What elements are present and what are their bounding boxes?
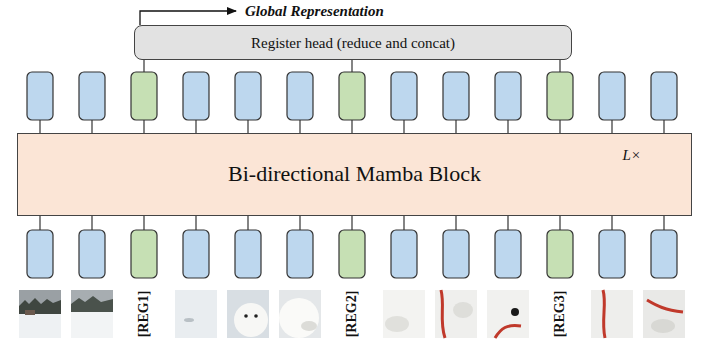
image-detail (71, 312, 113, 338)
image-patch (435, 290, 477, 338)
image-patch (19, 290, 61, 338)
image-detail (71, 296, 113, 312)
patch-token (443, 72, 469, 120)
token-link (507, 120, 508, 133)
token-link (559, 60, 560, 72)
image-detail (453, 302, 473, 318)
image-detail (651, 319, 675, 333)
token-link (611, 120, 612, 133)
patch-token (391, 72, 417, 120)
token-link (351, 120, 352, 133)
register-label: [REG1] (136, 291, 153, 338)
image-patch (279, 290, 321, 338)
register-token (131, 72, 157, 120)
token-link (299, 216, 300, 230)
image-detail (19, 314, 61, 338)
token-link (39, 216, 40, 230)
token-link (143, 120, 144, 133)
patch-token (599, 72, 625, 120)
patch-token (443, 230, 469, 278)
patch-token (79, 230, 105, 278)
image-detail (441, 290, 445, 338)
token-link (195, 120, 196, 133)
token-link (455, 120, 456, 133)
image-detail (25, 310, 35, 315)
register-token (547, 72, 573, 120)
register-token (339, 230, 365, 278)
token-link (143, 216, 144, 230)
token-link (663, 216, 664, 230)
image-patch (643, 290, 685, 338)
patch-token (651, 72, 677, 120)
image-detail (244, 314, 248, 318)
token-link (91, 120, 92, 133)
token-link (91, 216, 92, 230)
patch-token (495, 72, 521, 120)
register-label: [REG3] (552, 291, 569, 338)
box-title: Register head (reduce and concat) (251, 34, 455, 52)
patch-token (287, 230, 313, 278)
patch-token (183, 230, 209, 278)
image-detail (184, 318, 194, 322)
patch-token (27, 72, 53, 120)
patch-token (495, 230, 521, 278)
patch-token (79, 72, 105, 120)
register-label: [REG2] (344, 291, 361, 338)
patch-token (235, 72, 261, 120)
image-patch (71, 290, 113, 338)
patch-token (287, 72, 313, 120)
patch-token (651, 230, 677, 278)
token-link (39, 120, 40, 133)
token-link (247, 120, 248, 133)
token-link (559, 216, 560, 230)
repeat-count: L× (623, 146, 641, 164)
token-link (507, 216, 508, 230)
image-detail (385, 316, 409, 332)
output-label: Global Representation (245, 2, 384, 20)
token-link (247, 216, 248, 230)
token-link (351, 216, 352, 230)
image-patch (175, 290, 217, 338)
image-detail (647, 300, 683, 312)
image-patch (383, 290, 425, 338)
token-link (663, 120, 664, 133)
token-link (143, 60, 144, 72)
register-head-box: Register head (reduce and concat) (134, 25, 572, 60)
token-link (403, 120, 404, 133)
image-patch (591, 290, 633, 338)
patch-token (391, 230, 417, 278)
image-detail (19, 298, 61, 314)
image-detail (511, 308, 519, 316)
token-link (299, 120, 300, 133)
image-detail (279, 298, 319, 338)
register-token (131, 230, 157, 278)
output-arrow (140, 11, 236, 25)
patch-token (235, 230, 261, 278)
register-token (339, 72, 365, 120)
token-link (195, 216, 196, 230)
patch-token (599, 230, 625, 278)
register-token (547, 230, 573, 278)
image-detail (301, 321, 317, 331)
token-link (403, 216, 404, 230)
image-detail (254, 314, 258, 318)
token-link (559, 120, 560, 133)
token-link (351, 60, 352, 72)
image-detail (234, 303, 268, 337)
block-title: Bi-directional Mamba Block (228, 161, 481, 187)
token-link (611, 216, 612, 230)
image-detail (603, 290, 605, 338)
image-detail (495, 326, 521, 339)
token-link (455, 216, 456, 230)
patch-token (183, 72, 209, 120)
patch-token (27, 230, 53, 278)
mamba-block: Bi-directional Mamba Block L× (17, 133, 692, 216)
image-patch (487, 290, 529, 338)
image-patch (227, 290, 269, 338)
